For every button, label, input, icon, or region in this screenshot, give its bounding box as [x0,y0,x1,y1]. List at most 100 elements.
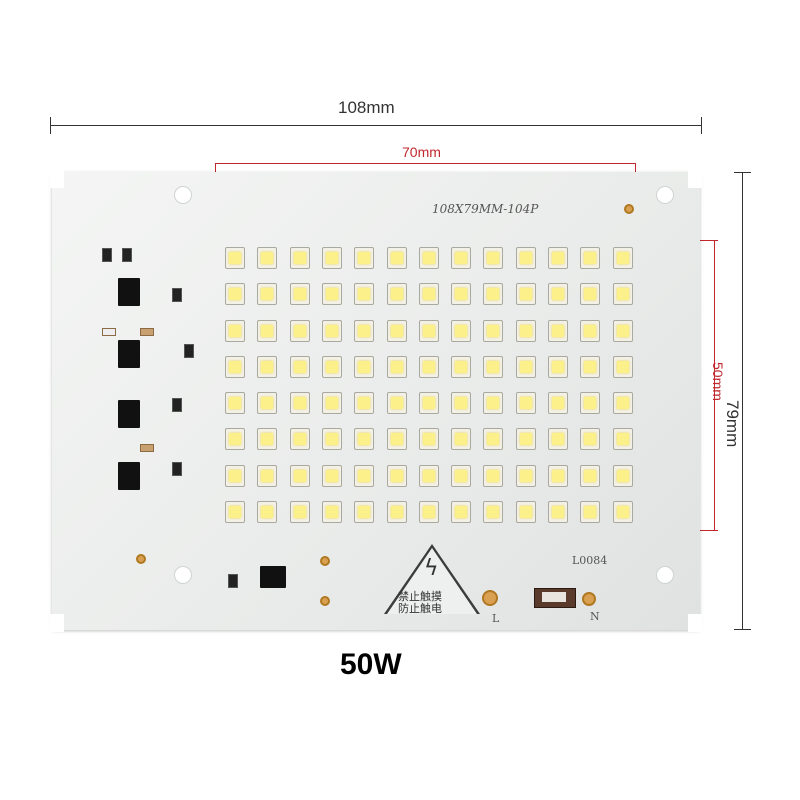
led-chip [483,319,504,342]
board-notch-top-left [50,170,64,188]
led-chip [257,247,278,269]
led-chip [386,464,407,487]
led-chip [483,247,504,269]
resistor-2 [122,248,132,262]
led-chip [354,464,375,487]
led-chip [548,247,569,269]
led-chip [321,355,342,378]
led-chip [354,319,375,342]
led-chip [548,392,569,414]
width-dimension-line [50,125,702,126]
led-chip [321,283,342,306]
board-notch-bottom-right [688,614,702,632]
led-chip [257,464,278,487]
led-chip [257,355,278,378]
led-chip [257,392,278,414]
led-chip [580,247,601,269]
led-chip [515,428,536,451]
led-chip [289,319,310,342]
capacitor-2 [140,444,154,452]
led-chip [354,355,375,378]
led-chip [321,464,342,487]
led-chip [354,392,375,414]
test-pad-bottom-2 [320,596,330,606]
height-dimension-tick-bottom [734,629,751,630]
led-chip [580,392,601,414]
led-chip [451,283,472,306]
led-array [222,244,642,534]
led-chip [515,464,536,487]
led-chip [257,283,278,306]
led-chip [354,500,375,523]
led-chip [321,428,342,451]
led-chip [225,247,245,269]
led-chip [386,500,407,523]
led-chip [612,392,633,414]
led-chip [580,319,601,342]
terminal-pad-l [482,590,498,606]
led-chip [321,392,342,414]
resistor-4 [184,344,194,358]
test-pad-left [136,554,146,564]
mounting-hole-bottom-left [174,566,192,584]
led-chip [289,464,310,487]
led-chip [580,428,601,451]
led-chip [515,319,536,342]
capacitor-1 [140,328,154,336]
led-pcb-board: 108X79MM-104P ϟ 禁止触摸 防止触电 L0084 L N [50,170,702,632]
led-chip [418,283,439,306]
led-chip [612,247,633,269]
warning-text-line-2: 防止触电 [398,602,442,615]
led-chip [418,500,439,523]
led-chip [225,428,245,451]
bridge-rectifier [260,566,286,588]
warning-triangle-inner [387,548,477,614]
inner-height-dimension-label: 50mm [710,362,726,401]
resistor-bottom [228,574,238,588]
led-chip [451,392,472,414]
led-chip [483,500,504,523]
height-dimension-tick-top [734,172,751,173]
wattage-caption: 50W [340,648,402,681]
led-chip [225,355,245,378]
inner-width-dimension-label: 70mm [402,144,441,160]
led-chip [580,355,601,378]
led-chip [451,355,472,378]
led-chip [612,428,633,451]
led-chip [386,355,407,378]
led-chip [321,247,342,269]
led-chip [515,500,536,523]
mounting-hole-top-left [174,186,192,204]
led-chip [515,247,536,269]
led-chip [257,428,278,451]
led-chip [515,392,536,414]
resistor-3 [172,288,182,302]
led-chip [612,500,633,523]
led-chip [225,392,245,414]
warning-text-line-1: 禁止触摸 [398,590,442,603]
resistor-6 [172,462,182,476]
driver-ic-1 [118,278,140,306]
led-chip [580,464,601,487]
led-chip [483,355,504,378]
height-dimension-line [742,172,743,630]
width-dimension-tick-right [701,117,702,134]
led-chip [289,283,310,306]
lightning-bolt-icon: ϟ [424,556,439,581]
led-chip [386,319,407,342]
led-chip [225,464,245,487]
led-chip [451,428,472,451]
terminal-pad-n [582,592,596,606]
led-chip [483,392,504,414]
led-chip [418,392,439,414]
mounting-hole-top-right [656,186,674,204]
led-chip [612,464,633,487]
led-chip [612,283,633,306]
led-chip [418,247,439,269]
led-chip [386,392,407,414]
led-chip [451,464,472,487]
board-notch-top-right [688,170,702,188]
led-chip [386,428,407,451]
led-chip [451,500,472,523]
led-chip [321,500,342,523]
